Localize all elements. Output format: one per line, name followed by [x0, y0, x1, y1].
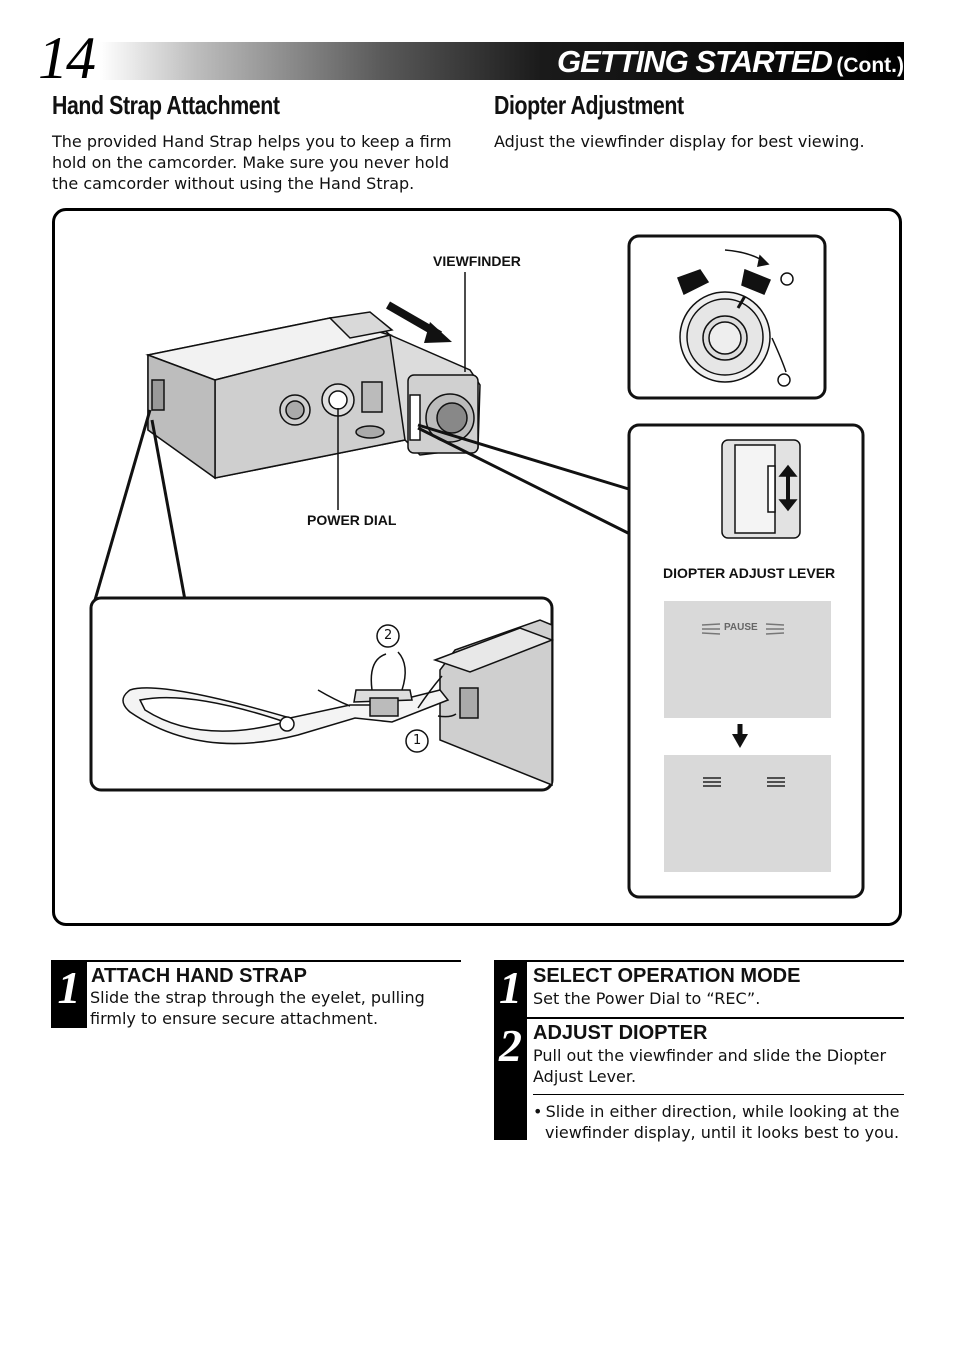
marker-1: 1 — [413, 733, 422, 748]
header-title: GETTING STARTED — [556, 44, 833, 79]
camcorder-illustration — [145, 311, 481, 480]
step-rule — [527, 1017, 904, 1019]
hand-strap-illustration — [122, 619, 555, 787]
diopter-intro: Adjust the viewfinder display for best v… — [494, 132, 865, 151]
step-text: Set the Power Dial to “REC”. — [533, 989, 761, 1008]
step-title: ADJUST DIOPTER — [533, 1022, 708, 1044]
steps-sidebar — [494, 960, 527, 1140]
step-rule — [527, 960, 904, 962]
step-rule — [87, 960, 461, 962]
step-title: ATTACH HAND STRAP — [91, 965, 307, 987]
step-title: SELECT OPERATION MODE — [533, 965, 801, 987]
step-number: 1 — [51, 960, 87, 1028]
diopter-lever-inset — [721, 439, 801, 539]
step-number: 1 — [499, 962, 522, 1013]
step-text: Pull out the viewfinder and slide the Di… — [533, 1046, 887, 1086]
page-number: 14 — [38, 25, 96, 91]
power-dial-label: POWER DIAL — [307, 512, 397, 528]
header-cont: (Cont.) — [836, 54, 904, 77]
pause-indicator: PAUSE — [724, 622, 758, 633]
header-title-group: GETTING STARTED (Cont.) — [557, 44, 904, 80]
marker-2: 2 — [384, 628, 393, 643]
viewfinder-screen-blurry — [664, 601, 831, 718]
hand-strap-intro: The provided Hand Strap helps you to kee… — [52, 132, 452, 193]
step-bullet: • Slide in either direction, while looki… — [533, 1102, 900, 1142]
figure-panel — [52, 208, 902, 926]
step-divider — [533, 1094, 904, 1095]
step-text: Slide the strap through the eyelet, pull… — [90, 988, 425, 1028]
diopter-heading: Diopter Adjustment — [494, 90, 684, 120]
header-banner — [100, 42, 904, 80]
step-number: 2 — [499, 1020, 522, 1071]
power-dial-inset — [677, 249, 794, 387]
viewfinder-screen-sharp — [664, 755, 831, 872]
diopter-lever-label: DIOPTER ADJUST LEVER — [663, 565, 836, 581]
hand-strap-heading: Hand Strap Attachment — [52, 90, 280, 120]
viewfinder-label: VIEWFINDER — [433, 253, 521, 269]
